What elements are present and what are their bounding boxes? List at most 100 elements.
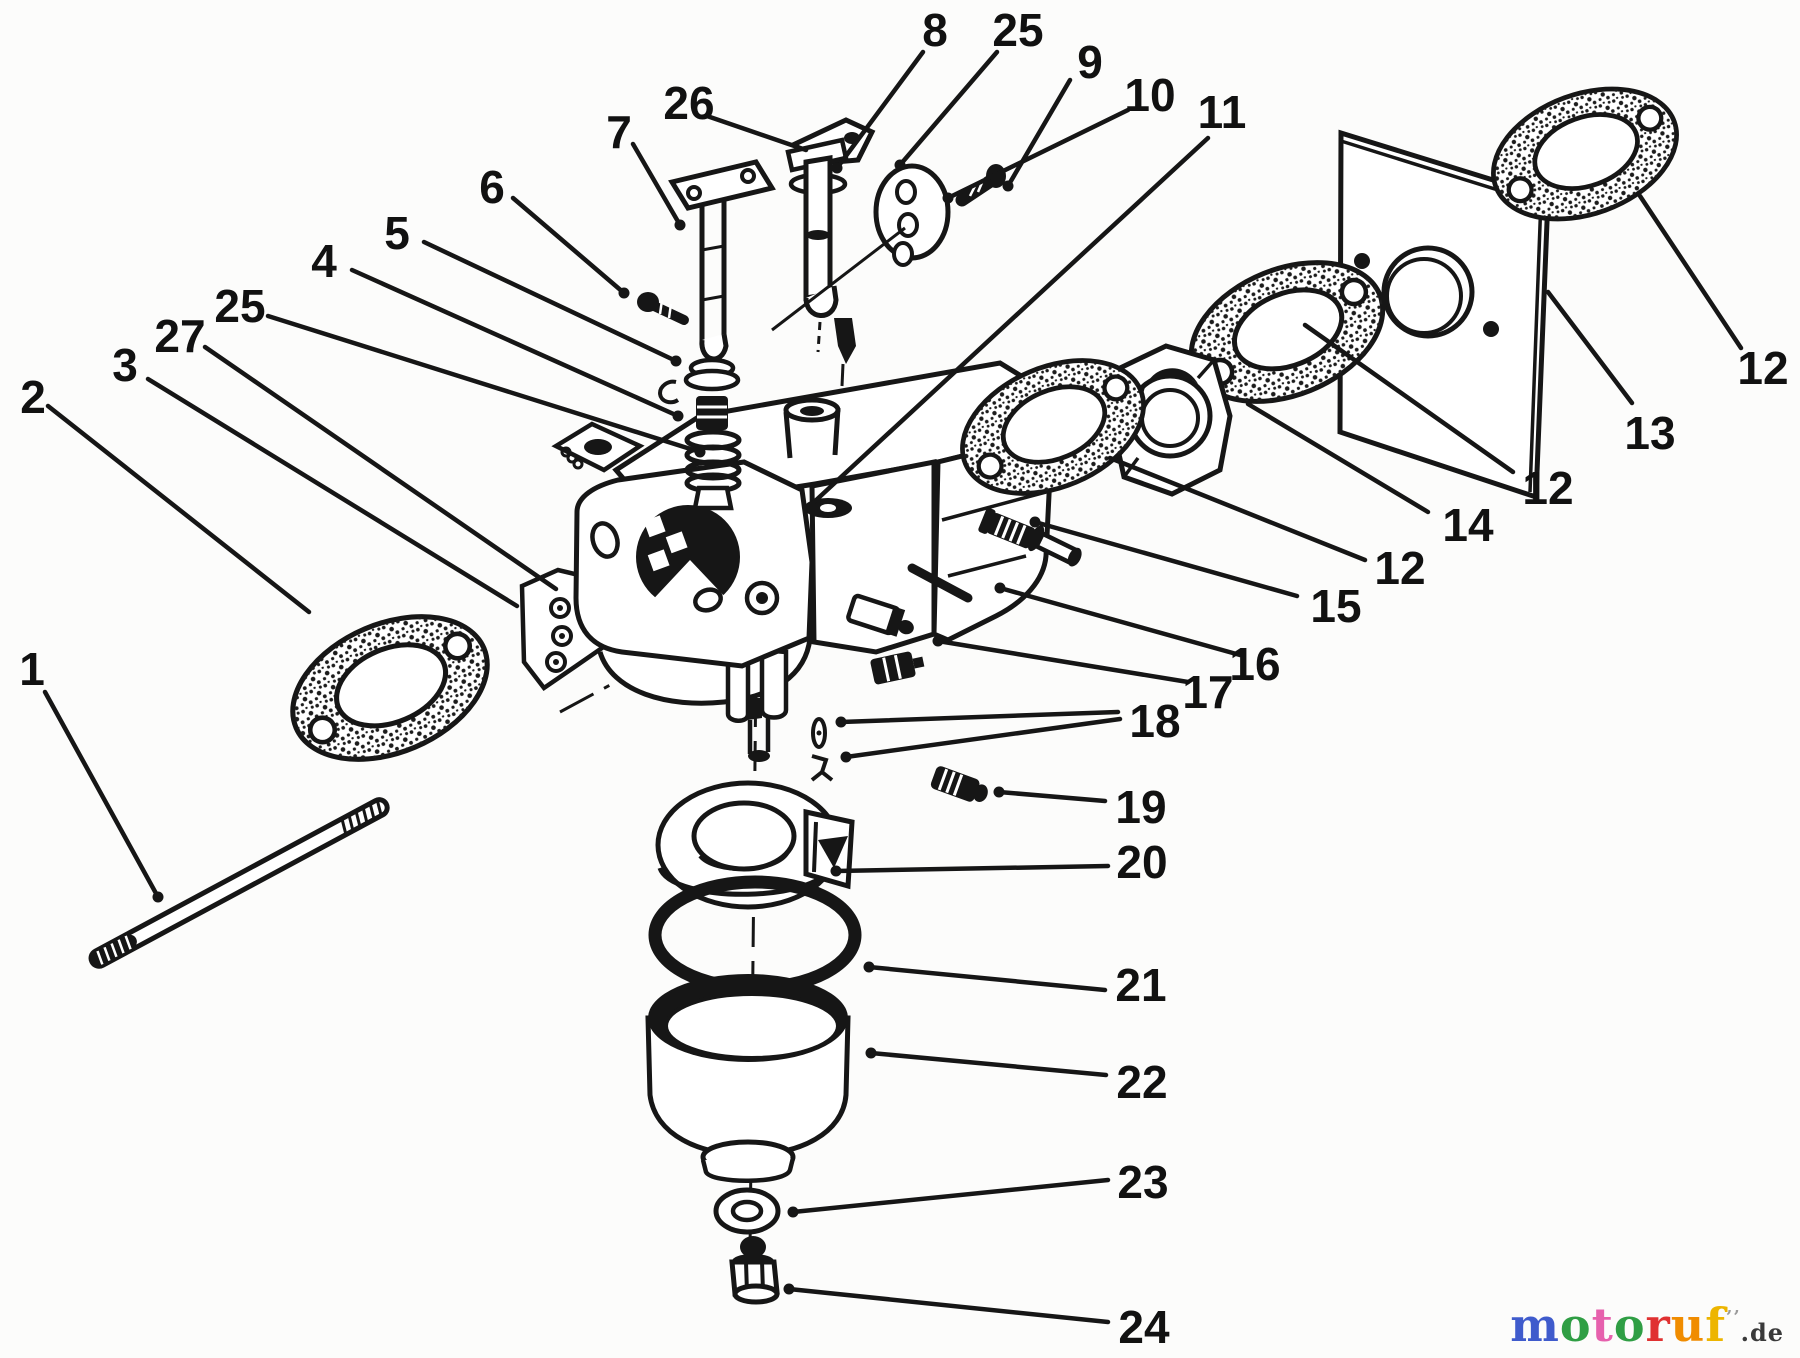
logo-letter: r xyxy=(1645,1298,1671,1352)
leader-line-27 xyxy=(202,344,559,592)
leader-endpoint-dot xyxy=(932,635,944,647)
leader-endpoint-dot xyxy=(993,786,1005,798)
callout-number-11: 11 xyxy=(1198,86,1247,138)
leader-endpoint-dot xyxy=(831,162,843,174)
leader-line-6 xyxy=(510,195,627,296)
logo-letter: o xyxy=(1613,1298,1646,1352)
leader-endpoint-dot xyxy=(863,961,875,973)
callout-number-9: 9 xyxy=(1077,36,1103,88)
drain-plug-part xyxy=(930,766,988,802)
callout-number-12: 12 xyxy=(1522,462,1573,514)
bowl-nut-part xyxy=(729,1236,780,1305)
callout-number-3: 3 xyxy=(112,339,138,391)
leader-endpoint-dot xyxy=(830,865,842,877)
leader-endpoint-dot xyxy=(1029,516,1041,528)
callout-number-25: 25 xyxy=(214,280,265,332)
leader-endpoint-dot xyxy=(894,159,906,171)
callout-number-6: 6 xyxy=(479,161,505,213)
washer-part xyxy=(713,1187,781,1235)
leader-line-16 xyxy=(997,585,1243,658)
screw-part-6 xyxy=(637,292,689,325)
needle-spring-assembly xyxy=(658,357,742,511)
leader-line-21 xyxy=(866,964,1108,993)
fuel-inlet-fitting xyxy=(846,593,914,637)
leader-line-18 xyxy=(843,716,1123,760)
callout-number-1: 1 xyxy=(19,643,45,695)
leader-endpoint-dot xyxy=(674,219,686,231)
gasket-left-part xyxy=(271,589,509,787)
leader-line-12 xyxy=(1302,322,1516,475)
bolt-part-16 xyxy=(1027,525,1082,567)
callout-number-12: 12 xyxy=(1374,542,1425,594)
float-part xyxy=(655,780,855,910)
logo-domain-suffix: .de xyxy=(1740,1318,1784,1347)
float-pin-and-clip xyxy=(810,717,834,782)
callout-number-14: 14 xyxy=(1442,499,1494,551)
callout-number-23: 23 xyxy=(1117,1156,1168,1208)
leader-line-20 xyxy=(833,863,1111,874)
carburetor-body-part xyxy=(551,357,1063,762)
leader-endpoint-dot xyxy=(783,1283,795,1295)
inlet-needle xyxy=(834,318,856,364)
callout-number-17: 17 xyxy=(1182,666,1233,718)
callout-number-2: 2 xyxy=(20,371,46,423)
callout-number-8: 8 xyxy=(922,4,948,56)
leader-line-11 xyxy=(810,135,1211,506)
leader-line-10 xyxy=(945,107,1131,201)
hex-screw-part xyxy=(870,651,925,685)
leader-line-25 xyxy=(265,313,703,455)
leader-line-23 xyxy=(790,1177,1111,1215)
leader-line-14 xyxy=(1245,401,1431,515)
leader-endpoint-dot xyxy=(835,716,847,728)
callout-number-16: 16 xyxy=(1229,638,1280,690)
leader-endpoint-dot xyxy=(672,410,684,422)
leader-endpoint-dot xyxy=(1002,180,1014,192)
callout-number-12: 12 xyxy=(1737,342,1788,394)
callout-number-10: 10 xyxy=(1124,69,1175,121)
callout-number-19: 19 xyxy=(1115,781,1166,833)
spacer-part xyxy=(1109,343,1233,497)
leader-endpoint-dot xyxy=(787,1206,799,1218)
leader-line-7 xyxy=(630,141,683,228)
callout-number-4: 4 xyxy=(311,235,337,287)
leader-endpoint-dot xyxy=(994,582,1006,594)
idle-screw-part xyxy=(978,507,1036,549)
callout-number-27: 27 xyxy=(154,310,205,362)
leader-line-22 xyxy=(868,1050,1109,1078)
leader-line-25 xyxy=(897,49,1000,168)
leader-line-17 xyxy=(935,638,1191,685)
leader-line-19 xyxy=(996,789,1108,804)
leader-line-5 xyxy=(421,239,679,364)
callout-number-22: 22 xyxy=(1116,1056,1167,1108)
motoruf-watermark: motoruf’’.de xyxy=(1510,1298,1784,1352)
throttle-shaft-part xyxy=(668,159,776,362)
leader-line-9 xyxy=(1005,77,1073,189)
leader-line-13 xyxy=(1545,289,1635,406)
leader-line-26 xyxy=(704,113,809,153)
callout-number-15: 15 xyxy=(1310,580,1361,632)
leader-line-1 xyxy=(42,689,161,900)
logo-letter: f xyxy=(1705,1298,1727,1352)
callout-number-21: 21 xyxy=(1115,959,1166,1011)
leader-line-15 xyxy=(1032,519,1300,599)
logo-letter: m xyxy=(1510,1298,1560,1352)
callout-number-5: 5 xyxy=(384,207,410,259)
leader-line-2 xyxy=(45,403,312,615)
callout-number-24: 24 xyxy=(1118,1301,1170,1353)
leader-endpoint-dot xyxy=(694,446,706,458)
logo-letter: u xyxy=(1670,1298,1706,1352)
leader-endpoint-dot xyxy=(942,192,954,204)
throttle-stop-screw xyxy=(907,563,973,603)
stud-bolt-part xyxy=(88,797,390,969)
callout-number-25: 25 xyxy=(992,4,1043,56)
leader-endpoint-dot xyxy=(840,751,852,763)
callout-number-13: 13 xyxy=(1624,407,1675,459)
leader-line-8 xyxy=(834,49,926,171)
leader-endpoint-dot xyxy=(618,287,630,299)
logo-trademark: ’’ xyxy=(1726,1307,1741,1328)
logo-letter: o xyxy=(1559,1298,1592,1352)
leader-line-18 xyxy=(838,709,1121,725)
